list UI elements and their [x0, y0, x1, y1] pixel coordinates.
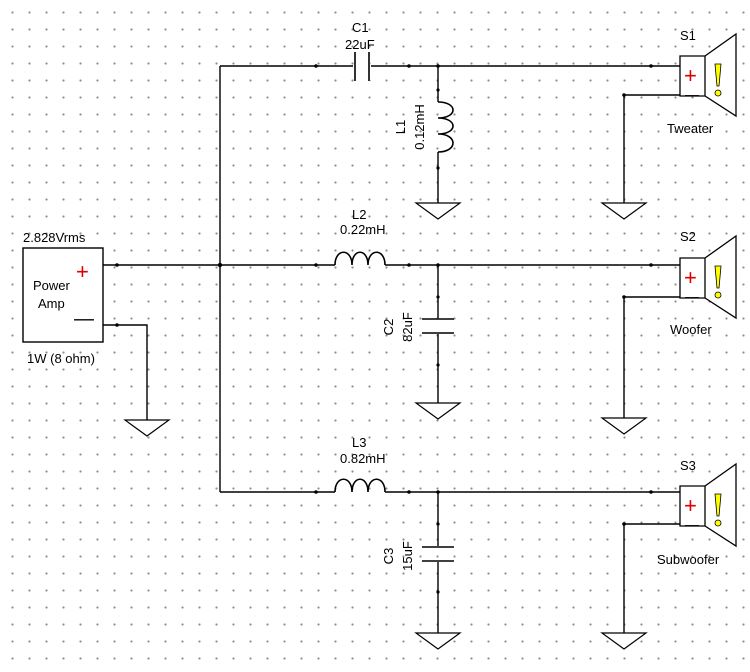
warning-icon	[714, 63, 722, 87]
source-name-line1: Power	[33, 278, 71, 293]
l1-value: 0.12mH	[412, 104, 427, 150]
c2-value: 82uF	[400, 312, 415, 342]
s3-plus-sign: +	[684, 493, 697, 518]
source-plus-sign: +	[76, 259, 89, 284]
inductor-l3[interactable]: L3 0.82mH	[334, 435, 386, 493]
speaker-s1[interactable]: + — S1 Tweater	[667, 28, 737, 136]
l2-value: 0.22mH	[340, 222, 386, 237]
s1-plus-sign: +	[684, 63, 697, 88]
s2-minus-sign: —	[685, 288, 699, 304]
ground-symbols	[123, 202, 648, 650]
l2-ref: L2	[352, 207, 366, 222]
s3-minus-sign: —	[685, 516, 699, 532]
ground-icon	[414, 632, 462, 650]
s2-plus-sign: +	[684, 265, 697, 290]
warning-icon	[714, 493, 722, 517]
source-name-line2: Amp	[38, 296, 65, 311]
capacitor-c1[interactable]: C1 22uF	[345, 20, 375, 82]
capacitor-c3[interactable]: C3 15uF	[381, 541, 454, 571]
source-minus-sign: —	[74, 308, 94, 330]
power-amp-source[interactable]: 2.828Vrms Power Amp + — 1W (8 ohm)	[22, 230, 104, 366]
c1-value: 22uF	[345, 37, 375, 52]
c3-value: 15uF	[400, 541, 415, 571]
source-voltage: 2.828Vrms	[23, 230, 86, 245]
s2-label: Woofer	[670, 322, 712, 337]
s2-ref: S2	[680, 229, 696, 244]
capacitor-c2[interactable]: C2 82uF	[381, 312, 454, 342]
l3-value: 0.82mH	[340, 451, 386, 466]
inductor-l1[interactable]: L1 0.12mH	[393, 101, 454, 153]
l3-ref: L3	[352, 435, 366, 450]
warning-icon	[714, 265, 722, 289]
inductor-l2[interactable]: L2 0.22mH	[334, 207, 386, 266]
ground-icon	[600, 417, 648, 435]
ground-icon	[123, 419, 171, 437]
speaker-s2[interactable]: + — S2 Woofer	[670, 229, 737, 337]
s1-minus-sign: —	[685, 86, 699, 102]
ground-icon	[414, 402, 462, 420]
ground-icon	[600, 202, 648, 220]
s1-ref: S1	[680, 28, 696, 43]
s1-label: Tweater	[667, 121, 714, 136]
source-impedance: 1W (8 ohm)	[27, 351, 95, 366]
ground-icon	[600, 632, 648, 650]
c2-ref: C2	[381, 319, 396, 336]
s3-ref: S3	[680, 458, 696, 473]
s3-label: Subwoofer	[657, 552, 720, 567]
l1-ref: L1	[393, 120, 408, 134]
c3-ref: C3	[381, 548, 396, 565]
c1-ref: C1	[352, 20, 369, 35]
junction-dots	[115, 64, 653, 594]
ground-icon	[414, 202, 462, 220]
speaker-s3[interactable]: + — S3 Subwoofer	[657, 458, 737, 567]
